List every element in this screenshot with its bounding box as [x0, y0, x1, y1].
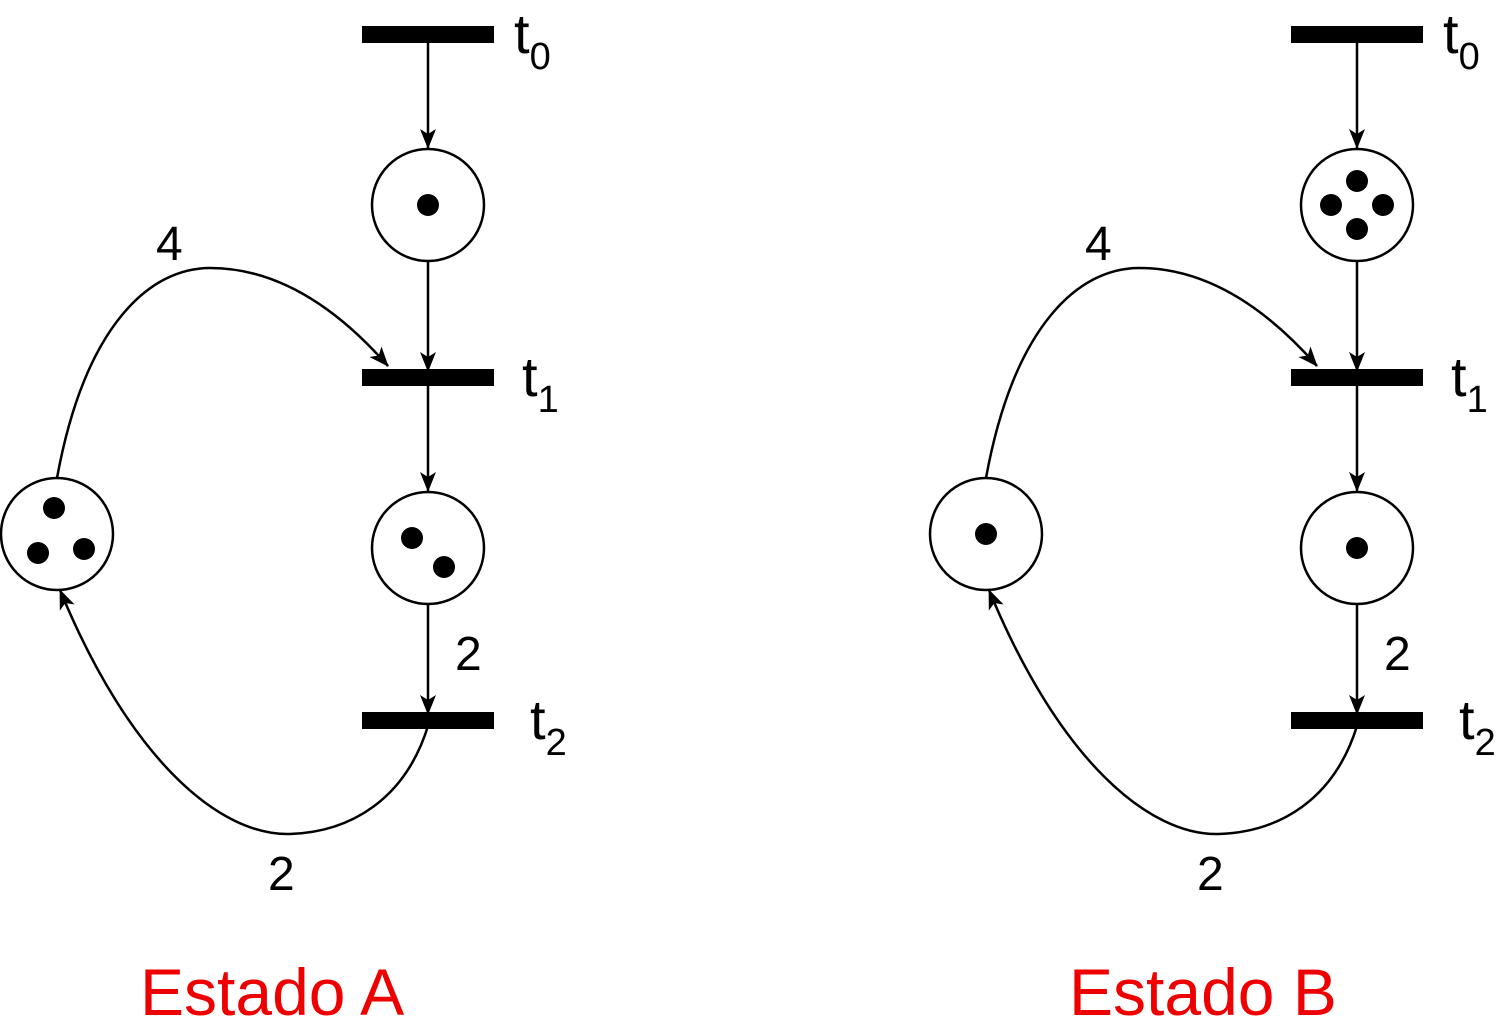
transition-label-t0: t0 — [1443, 2, 1480, 78]
token — [975, 523, 997, 545]
state-caption: Estado A — [140, 955, 404, 1020]
place-p1 — [370, 490, 486, 606]
token — [401, 527, 423, 549]
token — [27, 542, 49, 564]
transition-t0 — [362, 26, 494, 43]
token — [433, 556, 455, 578]
place-p0 — [1299, 147, 1415, 263]
arc-weight-label: 2 — [455, 628, 482, 681]
transition-label-t0: t0 — [514, 2, 551, 78]
transition-label-t1: t1 — [522, 345, 559, 421]
token — [417, 194, 439, 216]
token — [1346, 218, 1368, 240]
transition-t2 — [1291, 712, 1423, 729]
transition-t2 — [362, 712, 494, 729]
token — [73, 538, 95, 560]
transition-label-t2: t2 — [1459, 688, 1496, 764]
arc-weight-label: 2 — [1197, 848, 1224, 901]
place-p2 — [0, 476, 115, 592]
state-caption: Estado B — [1069, 955, 1337, 1020]
arc-t2-to-p2 — [987, 589, 1359, 836]
transition-label-t1: t1 — [1451, 345, 1488, 421]
transition-t0 — [1291, 26, 1423, 43]
arc-p2-to-t1 — [984, 266, 1318, 479]
petri-net-state-a: t0 t1 t2 4 2 2 Estado A — [0, 2, 567, 1020]
arc-weight-label: 2 — [268, 848, 295, 901]
token — [1320, 194, 1342, 216]
transition-t1 — [1291, 369, 1423, 386]
arc-p2-to-t1 — [55, 266, 389, 479]
arc-weight-label: 4 — [1085, 218, 1112, 271]
token — [1372, 194, 1394, 216]
token — [1346, 170, 1368, 192]
transition-label-t2: t2 — [530, 688, 567, 764]
transition-t1 — [362, 369, 494, 386]
arc-weight-label: 2 — [1384, 628, 1411, 681]
token — [1346, 537, 1368, 559]
petri-net-state-b: t0 t1 t2 4 2 2 Estado B — [928, 2, 1496, 1020]
arc-weight-label: 4 — [156, 218, 183, 271]
token — [43, 497, 65, 519]
arc-t2-to-p2 — [58, 589, 430, 836]
